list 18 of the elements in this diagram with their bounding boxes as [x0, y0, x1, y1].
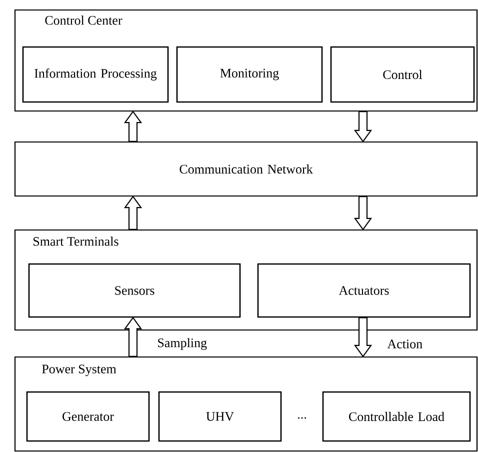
process-box: Controllable Load [322, 391, 471, 442]
process-box: Control [330, 46, 475, 103]
block-arrow [124, 110, 142, 142]
ellipsis-label: ... [298, 417, 306, 419]
process-box: Communication Network [14, 141, 478, 197]
edge-label: Sampling [156, 337, 208, 351]
block-arrow [124, 196, 142, 230]
process-box: Sensors [28, 263, 241, 318]
process-box: Actuators [257, 263, 471, 318]
edge-label: Action [386, 338, 424, 350]
block-arrow [354, 317, 372, 358]
process-box: Information Processing [22, 46, 169, 103]
process-box: Generator [26, 391, 150, 442]
block-arrow [354, 196, 372, 230]
block-arrow [124, 316, 142, 357]
process-box: Monitoring [176, 46, 323, 103]
block-arrow [354, 111, 372, 142]
process-box: UHV [158, 391, 282, 442]
